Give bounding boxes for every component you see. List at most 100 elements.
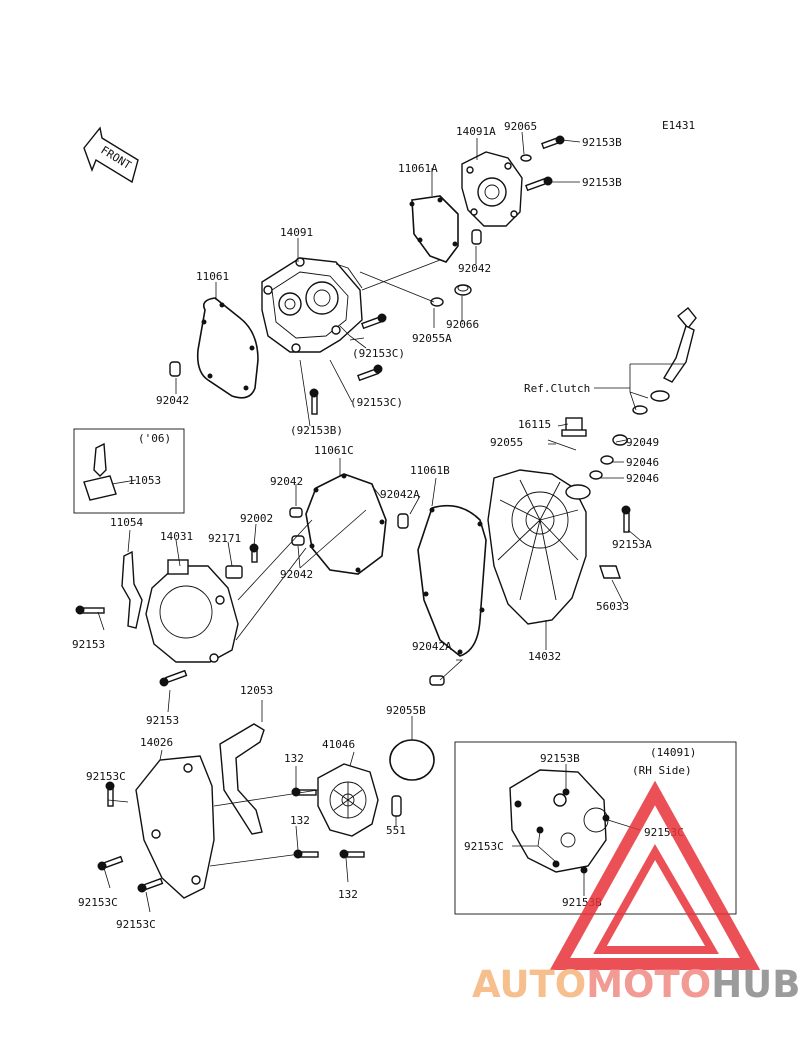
- label-551: 551: [386, 824, 406, 837]
- label-132-2: 132: [290, 814, 310, 827]
- label-11054: 11054: [110, 516, 143, 529]
- diagram-code: E1431: [662, 119, 695, 132]
- inset-rh-side-box: [454, 741, 737, 915]
- gasket-11061C: [305, 473, 387, 575]
- label-92171: 92171: [208, 532, 241, 545]
- label-92153-1: 92153: [72, 638, 105, 651]
- gasket-11061A: [411, 195, 459, 263]
- plug-92066: [454, 284, 472, 296]
- stator-cover-14031: [145, 559, 239, 663]
- bolt-92153C-l1: [105, 781, 115, 807]
- logo-text: AUTOMOTOHUB: [472, 963, 800, 1006]
- cover-14091-rh: [509, 769, 610, 874]
- gasket-11061: [196, 297, 259, 399]
- label-92042-2: 92042: [156, 394, 189, 407]
- bolt-92002: [249, 543, 259, 563]
- clamp-11054: [121, 550, 143, 629]
- guard-12053: [219, 723, 265, 835]
- bolt-92153B-lower: [525, 176, 553, 192]
- label-11061: 11061: [196, 270, 229, 283]
- label-92042-1: 92042: [458, 262, 491, 275]
- automotohub-logo: AUTOMOTOHUB: [472, 780, 800, 1006]
- label-92153A: 92153A: [612, 538, 652, 551]
- cover-14026: [135, 755, 215, 899]
- label-92153C-3: 92153C: [86, 770, 126, 783]
- label-92153C-5: 92153C: [116, 918, 156, 931]
- bracket-11053: [83, 442, 117, 501]
- label-11061A: 11061A: [398, 162, 438, 175]
- label-92049: 92049: [626, 436, 659, 449]
- inset-rh-title: (14091): [650, 746, 696, 759]
- label-92042A-1: 92042A: [380, 488, 420, 501]
- label-92055A: 92055A: [412, 332, 452, 345]
- bushing-92046-a: [600, 455, 614, 465]
- label-11061C: 11061C: [314, 444, 354, 457]
- dowel-pin-92042-mid-b: [291, 535, 305, 546]
- gasket-11061B: [417, 504, 487, 657]
- label-14026: 14026: [140, 736, 173, 749]
- oil-seal-92049: [612, 434, 628, 446]
- label-41046: 41046: [322, 738, 355, 751]
- label-92153B-2: 92153B: [582, 176, 622, 189]
- label-11061B: 11061B: [410, 464, 450, 477]
- label-132-1: 132: [284, 752, 304, 765]
- label-56033: 56033: [596, 600, 629, 613]
- pin-551: [391, 795, 402, 817]
- bolt-92153-left: [75, 605, 105, 615]
- dowel-pin-92042-mid-a: [289, 507, 303, 518]
- label-56033: [599, 565, 621, 579]
- bolt-92153-lower: [159, 669, 188, 687]
- label-92153C-6: 92153C: [464, 840, 504, 853]
- bolt-92153C-a: [361, 313, 387, 330]
- label-16115: 16115: [518, 418, 551, 431]
- o-ring-92055: [547, 439, 577, 451]
- inset-year: ('06): [138, 432, 171, 445]
- label-92153C-2: (92153C): [350, 396, 403, 409]
- oil-filler-cap-16115: [561, 417, 587, 437]
- bolt-92153C-l2: [97, 855, 124, 871]
- label-14091A: 14091A: [456, 125, 496, 138]
- washer-92065: [520, 154, 532, 162]
- label-92055B: 92055B: [386, 704, 426, 717]
- label-92046-1: 92046: [626, 456, 659, 469]
- label-92055: 92055: [490, 436, 523, 449]
- label-92153C-4: 92153C: [78, 896, 118, 909]
- label-92065: 92065: [504, 120, 537, 133]
- bolt-92153C-b: [357, 364, 383, 382]
- label-14031: 14031: [160, 530, 193, 543]
- cover-41046: [317, 763, 379, 837]
- dowel-pin-92042A-upper: [397, 513, 409, 529]
- label-92042-4: 92042: [280, 568, 313, 581]
- label-92002: 92002: [240, 512, 273, 525]
- o-ring-92055B: [389, 739, 435, 781]
- dowel-pin-92042A-lower: [429, 675, 445, 686]
- label-11053: 11053: [128, 474, 161, 487]
- label-132-3: 132: [338, 888, 358, 901]
- label-14032: 14032: [528, 650, 561, 663]
- ref-clutch-label: Ref.Clutch: [524, 382, 590, 395]
- label-92153B-4: 92153B: [540, 752, 580, 765]
- grommet-92171: [225, 565, 243, 579]
- bolt-92153C-l3: [137, 877, 164, 893]
- clutch-cover-14032: [487, 469, 591, 625]
- inset-rh-sub: (RH Side): [632, 764, 692, 777]
- bolt-92153B-c: [309, 388, 319, 415]
- cover-14091A: [461, 151, 523, 227]
- label-92046-2: 92046: [626, 472, 659, 485]
- label-92153C-1: (92153C): [352, 347, 405, 360]
- bolt-92153B-upper: [541, 135, 565, 150]
- label-92042A-2: 92042A: [412, 640, 452, 653]
- clutch-lever-ref: [632, 307, 697, 415]
- cover-14091: [261, 257, 363, 353]
- bolt-92153A: [621, 505, 631, 533]
- bolt-132-c: [339, 849, 365, 859]
- label-92153B-1: 92153B: [582, 136, 622, 149]
- front-arrow-icon: FRONT: [83, 126, 139, 184]
- dowel-pin-92042-upper: [471, 229, 482, 245]
- bushing-92046-b: [589, 470, 603, 480]
- label-92066: 92066: [446, 318, 479, 331]
- o-ring-92055A: [430, 297, 444, 307]
- label-92042-3: 92042: [270, 475, 303, 488]
